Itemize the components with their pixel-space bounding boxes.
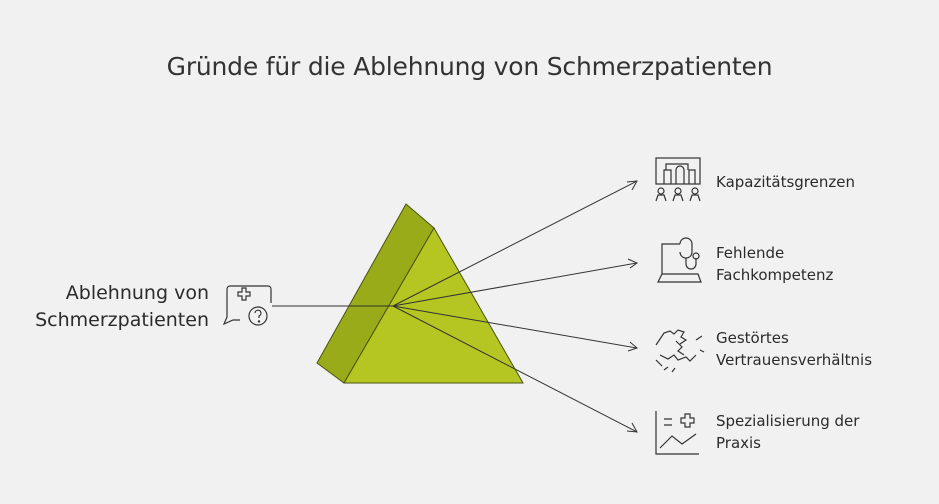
input-label-line1: Ablehnung von [65,282,209,304]
arrowhead-spezialisierung [626,422,638,433]
page-title: Gründe für die Ablehnung von Schmerzpati… [166,52,773,81]
broken-handshake-icon [655,329,705,373]
arrowhead-kapazitaet [626,180,638,191]
arrowhead-fachkompetenz [627,258,639,269]
output-label-fachkompetenz: Fehlende Fachkompetenz [716,242,833,286]
output-label-spezialisierung: Spezialisierung der Praxis [716,410,859,454]
medical-question-icon [222,285,272,326]
output-label-line2: Praxis [716,434,761,452]
output-label-line2: Vertrauensverhältnis [716,351,873,369]
output-label-vertrauensverhaeltnis: Gestörtes Vertrauensverhältnis [716,327,872,371]
input-label: Ablehnung von Schmerzpatienten [35,280,209,334]
ray-spezialisierung [392,305,638,433]
capacity-people-icon [655,157,701,202]
output-label-kapazitaetsgrenzen: Kapazitätsgrenzen [716,171,855,193]
output-label-line1: Spezialisierung der [716,412,860,430]
ray-vertrauen [392,305,638,349]
output-label-line1: Kapazitätsgrenzen [716,173,855,191]
stethoscope-laptop-icon [657,237,702,283]
output-rays [392,180,639,433]
ray-kapazitaet [392,180,638,307]
output-label-line2: Fachkompetenz [716,266,834,284]
ray-fachkompetenz [392,262,638,307]
input-label-line2: Schmerzpatienten [35,309,209,331]
arrowhead-vertrauen [627,341,638,352]
medical-chart-icon [655,411,699,455]
output-label-line1: Fehlende [716,244,785,262]
output-label-line1: Gestörtes [716,329,789,347]
